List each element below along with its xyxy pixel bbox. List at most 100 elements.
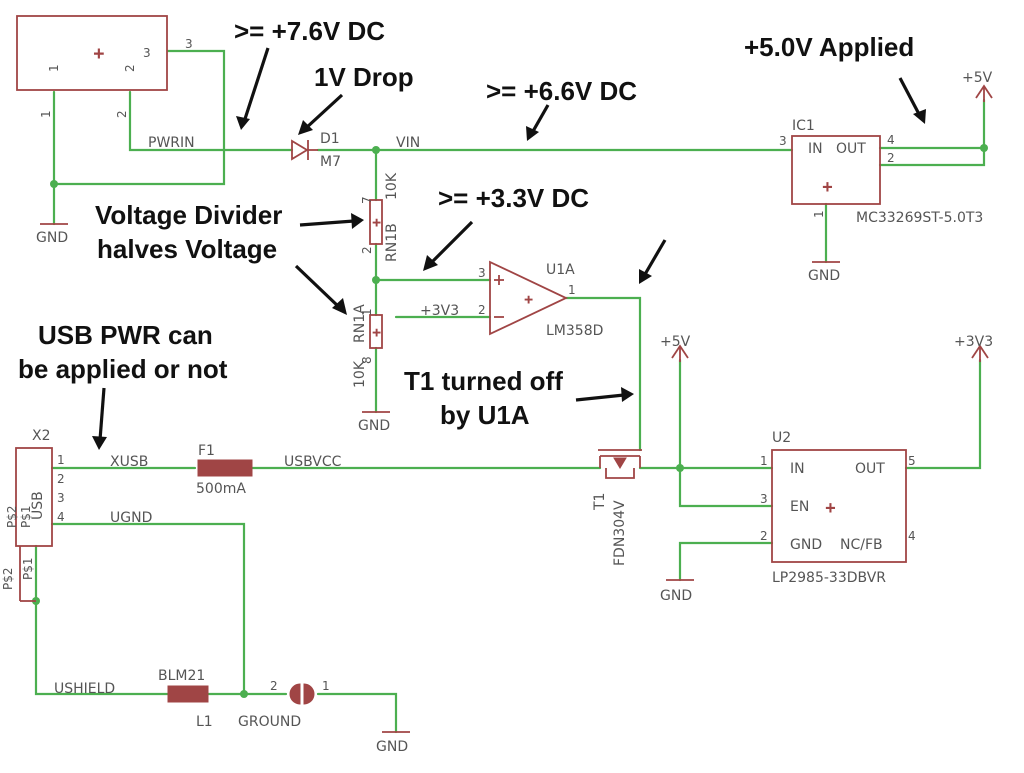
pin-label: 3 — [478, 266, 486, 280]
pin-label: 1 — [47, 64, 61, 72]
t1-name: T1 — [592, 493, 608, 511]
ferrite-l1: BLM21 L1 — [158, 668, 213, 730]
arrow-u1a-out — [642, 239, 667, 277]
origin-mark: + — [372, 216, 381, 229]
rn1b-name: RN1B — [384, 223, 400, 262]
pin-label: 2 — [760, 529, 768, 543]
wire-ugnd — [50, 522, 246, 696]
pin-label: 2 — [478, 303, 486, 317]
annotation-divider-2: halves Voltage — [97, 234, 277, 264]
ground-jumper: 2 1 GROUND — [238, 679, 330, 730]
pin-label: 8 — [360, 356, 374, 364]
arrow-v76 — [242, 47, 270, 123]
arrow-t1 — [575, 393, 625, 402]
u2-value: LP2985-33DBVR — [772, 570, 886, 586]
net-ugnd: UGND — [110, 510, 152, 526]
t1-value: FDN304V — [612, 500, 628, 566]
x2-name: X2 — [32, 428, 51, 444]
supply-arrow — [971, 344, 989, 359]
x2-ps1-inner: P$1 — [19, 505, 33, 528]
rn1a-name: RN1A — [352, 304, 368, 343]
ic1-body — [791, 135, 881, 205]
pin-label: 2 — [270, 679, 278, 693]
ground-symbols: GND GND GND GND GND — [36, 223, 840, 755]
gnd-label: GND — [376, 739, 408, 755]
d1-name: D1 — [320, 131, 340, 147]
junction-dot — [240, 690, 248, 698]
pin-label: 3 — [143, 46, 151, 60]
pin-label: 1 — [812, 210, 826, 218]
net-usbvcc: USBVCC — [284, 454, 342, 470]
supply-arrow — [671, 344, 689, 359]
diode-d1: D1 M7 — [291, 131, 341, 170]
diode-triangle — [291, 139, 309, 161]
wire-pwrin — [128, 90, 294, 152]
pin-label: 3 — [185, 37, 193, 51]
annotation-divider-1: Voltage Divider — [95, 200, 282, 230]
wire-ic1-pin2 — [878, 98, 986, 167]
l1-name: L1 — [196, 714, 213, 730]
annotations: >= +7.6V DC 1V Drop >= +6.6V DC +5.0V Ap… — [18, 16, 914, 430]
arrow-halves — [294, 264, 342, 310]
ic1-name: IC1 — [792, 118, 815, 134]
u2-ncfb-label: NC/FB — [840, 537, 883, 553]
annotation-usb-1: USB PWR can — [38, 320, 213, 350]
u2-name: U2 — [772, 430, 791, 446]
x2-ps2-inner: P$2 — [5, 505, 19, 528]
annotation-arrows — [92, 47, 926, 450]
power-jack: + 1 2 3 3 1 2 — [16, 15, 193, 118]
u2-en-label: EN — [790, 499, 809, 515]
u1a-name: U1A — [546, 262, 575, 278]
pin-label: 1 — [322, 679, 330, 693]
pin-label: 3 — [760, 492, 768, 506]
arrowhead — [639, 269, 652, 284]
origin-mark: + — [822, 180, 833, 195]
arrowhead — [351, 213, 364, 229]
x2-value: USB — [30, 491, 46, 520]
wire-u1a-out — [564, 296, 642, 452]
pin-label: 1 — [568, 283, 576, 297]
origin-mark: + — [372, 326, 381, 339]
pin-label: 3 — [57, 491, 65, 505]
arrow-applied — [898, 77, 922, 117]
rn1a-body — [369, 314, 383, 349]
wire-ushield — [34, 544, 170, 696]
annotation-usb-2: be applied or not — [18, 354, 228, 384]
annotation-drop: 1V Drop — [314, 62, 414, 92]
x2-ps1: P$1 — [21, 557, 35, 580]
junction-dot — [980, 144, 988, 152]
origin-mark: + — [524, 293, 533, 306]
arrow-v66 — [530, 104, 550, 134]
annotation-applied: +5.0V Applied — [744, 32, 914, 62]
wire-jack-pin3 — [52, 49, 226, 186]
ic1-out-label: OUT — [836, 141, 866, 157]
pin-label: 4 — [908, 529, 916, 543]
jumper-right-pad — [303, 683, 315, 705]
u2-body — [771, 449, 907, 563]
arrowhead — [526, 126, 539, 141]
pin-label: 2 — [123, 64, 137, 72]
pin-label: 1 — [57, 453, 65, 467]
u2-in-label: IN — [790, 461, 805, 477]
annotation-t1-2: by U1A — [440, 400, 530, 430]
u2-gnd-label: GND — [790, 537, 822, 553]
arrow-usb — [98, 387, 106, 441]
net-pwrin: PWRIN — [148, 135, 195, 151]
arrowhead — [92, 436, 107, 450]
u1a-value: LM358D — [546, 323, 603, 339]
arrowhead — [332, 298, 347, 315]
wire-u2-gnd — [678, 541, 774, 582]
f1-value: 500mA — [196, 481, 246, 497]
junction-dot — [676, 464, 684, 472]
opamp-triangle — [489, 260, 569, 336]
arrowhead — [621, 387, 634, 402]
arrowhead — [298, 120, 313, 135]
f1-name: F1 — [198, 443, 215, 459]
annotation-v33: >= +3.3V DC — [438, 183, 589, 213]
pin-label: 4 — [887, 133, 895, 147]
d1-value: M7 — [320, 154, 341, 170]
rn1a-value: 10K — [352, 360, 368, 388]
supply-arrow — [975, 84, 993, 99]
wire-jp-gnd — [316, 692, 398, 734]
